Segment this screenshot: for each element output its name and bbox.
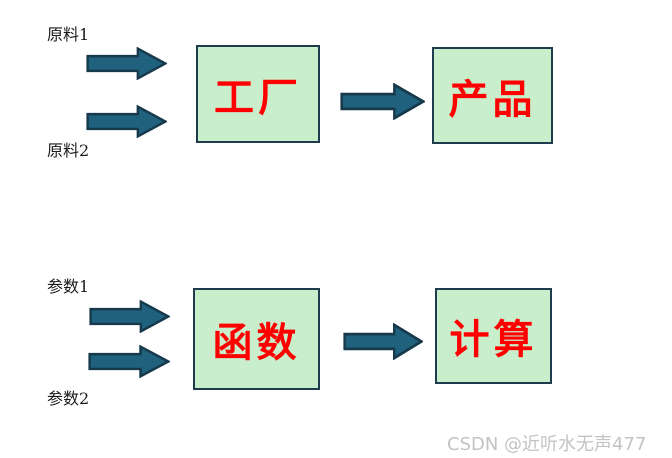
input-label-parameter-2: 参数2 <box>47 389 90 408</box>
compute-box-label: 计算 <box>449 317 538 363</box>
right-arrow-icon <box>343 323 423 360</box>
factory-box: 工厂 <box>196 45 320 143</box>
factory-box-label: 工厂 <box>214 75 302 121</box>
right-arrow-icon <box>340 83 425 120</box>
watermark: CSDN @近听水无声477 <box>447 434 647 455</box>
input-label-raw-material-1: 原料1 <box>47 25 90 44</box>
function-box: 函数 <box>193 288 320 390</box>
compute-box: 计算 <box>435 288 552 384</box>
right-arrow-icon <box>89 300 170 333</box>
input-label-raw-material-2: 原料2 <box>47 141 90 160</box>
right-arrow-icon <box>86 47 167 80</box>
function-box-label: 函数 <box>212 320 301 366</box>
product-box-label: 产品 <box>448 76 537 123</box>
input-label-parameter-1: 参数1 <box>47 277 90 296</box>
right-arrow-icon <box>86 105 167 138</box>
right-arrow-icon <box>88 345 170 378</box>
product-box: 产品 <box>432 47 553 144</box>
